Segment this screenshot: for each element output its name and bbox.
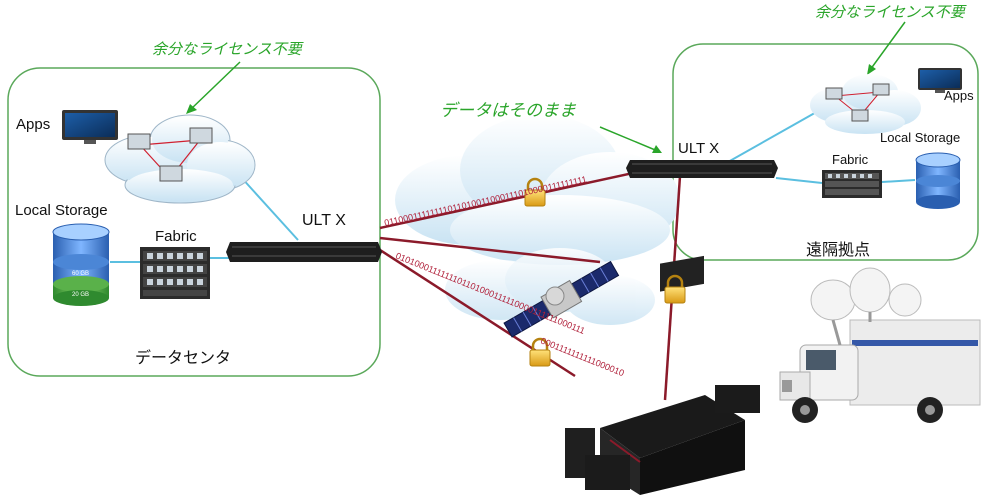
remote-local-storage-icon: [915, 152, 961, 209]
arrow-dc-note-head: [186, 104, 197, 114]
dc-license-note: 余分なライセンス不要: [152, 41, 302, 58]
arrow-dc-note: [189, 61, 241, 111]
remote-fabric-server-icon: [822, 170, 882, 198]
cable-remote-fabric-ultx: [775, 177, 823, 184]
link-data-note: データはそのまま: [440, 101, 576, 120]
binary-stream-bottom: 0001111111111000010: [539, 336, 625, 379]
satellite-icon: [503, 260, 620, 338]
dc-ultx-label: ULT X: [302, 212, 346, 229]
cable-remote-apps-ultx: [727, 109, 821, 163]
arrow-remote-note-head: [867, 64, 876, 75]
cable-remote-storage-fabric: [881, 179, 916, 183]
dc-apps-cloud: [104, 114, 256, 204]
dc-apps-label: Apps: [16, 116, 51, 133]
remote-apps-monitor-icon: [918, 68, 962, 93]
remote-fabric-label: Fabric: [832, 152, 869, 167]
broadcast-truck-icon: [779, 267, 981, 423]
dc-local-storage-label: Local Storage: [15, 202, 108, 219]
remote-site-title: 遠隔拠点: [806, 242, 871, 259]
padlock-icon-remote: [664, 274, 686, 304]
padlock-icon-bottom: [529, 337, 551, 367]
arrow-link-note: [599, 126, 661, 153]
remote-ultx-appliance-icon: [626, 160, 778, 178]
remote-ultx-label: ULT X: [678, 140, 720, 157]
dc-fabric-label: Fabric: [155, 228, 197, 245]
arrow-link-note-head: [652, 145, 662, 153]
remote-local-storage-label: Local Storage: [880, 130, 961, 145]
dc-fabric-server-icon: [140, 247, 210, 299]
arrow-remote-note: [869, 21, 906, 71]
dc-local-storage-icon: [52, 223, 110, 306]
rugged-rack-case-icon: [565, 255, 760, 495]
padlock-icon-top: [524, 177, 546, 207]
remote-apps-label: Apps: [944, 88, 974, 103]
datacenter-boundary: [7, 67, 381, 377]
dc-apps-monitor-icon: [62, 110, 118, 144]
dc-disk-top-label: 60 GB: [72, 271, 89, 277]
remote-boundary: [672, 43, 979, 261]
dc-disk-bottom-label: 20 GB: [72, 292, 89, 298]
remote-license-note: 余分なライセンス不要: [815, 4, 965, 21]
dc-site-title: データセンタ: [135, 350, 232, 367]
wan-cloud: [395, 115, 680, 265]
remote-apps-cloud: [810, 74, 921, 134]
dc-ultx-appliance-icon: [226, 242, 382, 262]
link-to-satellite: [379, 236, 601, 264]
